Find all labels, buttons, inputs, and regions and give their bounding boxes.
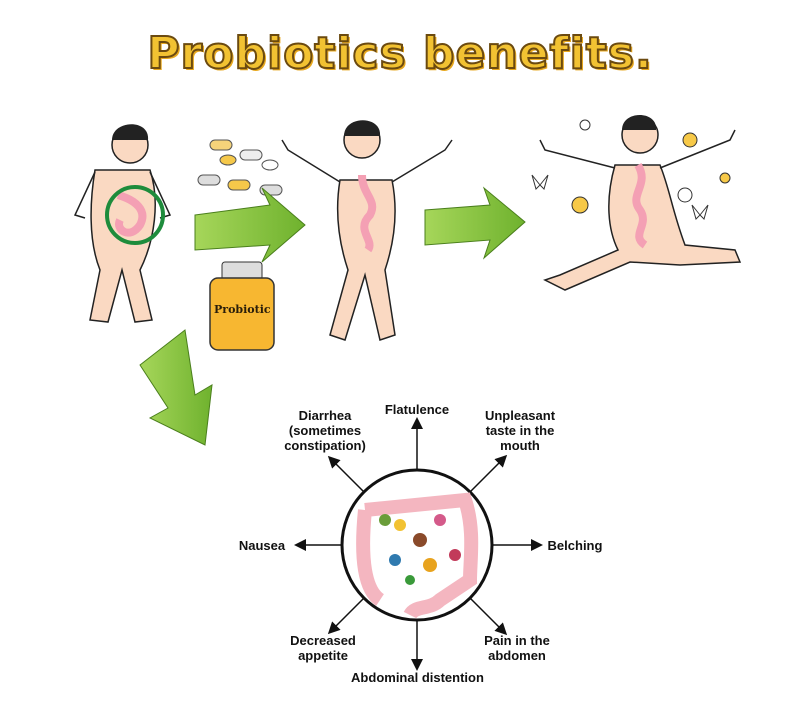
arrow-pain — [469, 597, 508, 636]
symptom-abdominal-distention: Abdominal distention — [351, 670, 484, 685]
arrow-decreased-appetite — [327, 597, 365, 635]
pills-icon — [197, 139, 283, 196]
symptom-nausea: Nausea — [238, 538, 286, 553]
arrow-unpleasant-taste — [469, 454, 508, 493]
page-title: Probiotics benefits. — [146, 27, 653, 80]
symptom-flatulence: Flatulence — [384, 402, 450, 417]
arrow-diarrhea — [327, 455, 365, 493]
arrow-right-1 — [194, 187, 306, 263]
bottle-label: Probiotic — [214, 303, 271, 316]
flower-icon — [571, 119, 731, 214]
gut-bacteria-circle — [340, 468, 494, 622]
butterfly-icon — [531, 174, 709, 220]
arrow-down — [139, 329, 213, 446]
symptom-belching: Belching — [547, 538, 603, 553]
happy-person-figure — [539, 115, 742, 291]
probiotic-bottle-icon — [209, 261, 275, 351]
highlight-circle — [105, 185, 165, 245]
sick-person-figure — [73, 124, 172, 323]
healthy-person-figure — [281, 120, 453, 341]
arrow-right-2 — [424, 186, 526, 260]
